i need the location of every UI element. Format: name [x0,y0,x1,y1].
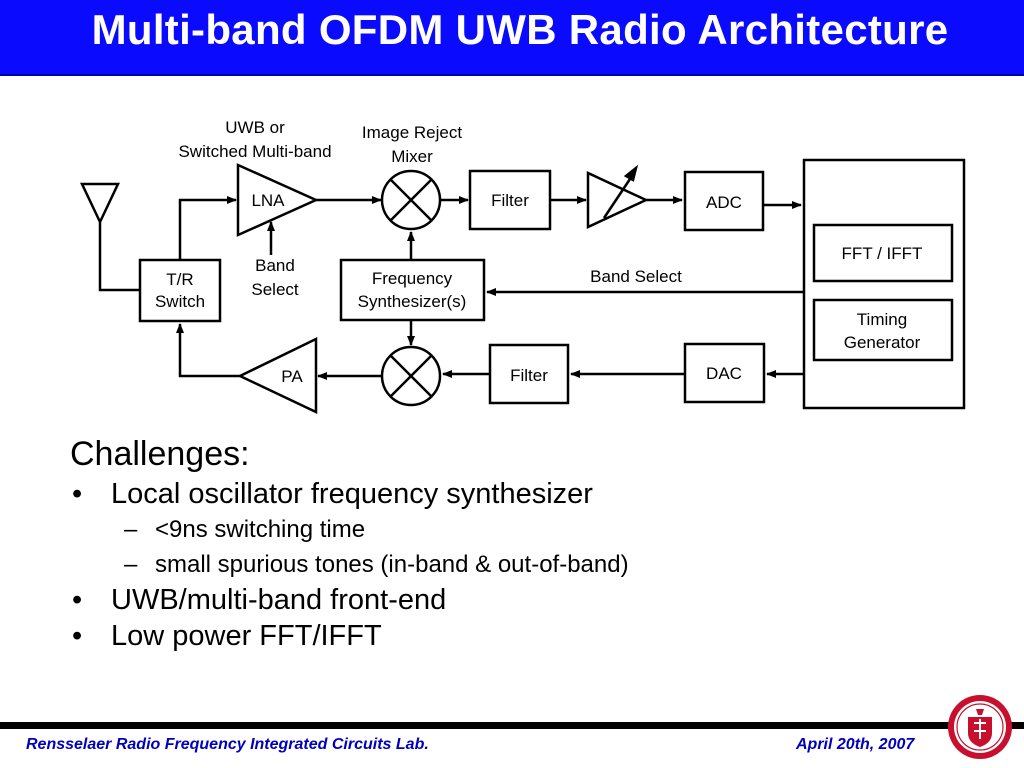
rx-filter-label: Filter [491,191,529,210]
tx-mixer [380,345,442,407]
footer-date: April 20th, 2007 [796,736,915,753]
mixer-note-line1: Image Reject [362,123,462,142]
challenge-item: • Local oscillator frequency synthesizer [70,476,970,512]
adc-block [683,170,765,232]
rx-mixer [380,169,442,231]
challenges-heading: Challenges: [70,435,250,473]
fft-label: FFT / IFFT [842,244,923,263]
band-select-note-line2: Select [251,280,299,299]
tr-switch-label-line1: T/R [166,270,193,289]
frequency-synthesizer-block [339,258,486,322]
timing-label-line1: Timing [857,310,907,329]
pa-label: PA [281,367,303,386]
synth-label-line2: Synthesizer(s) [358,292,467,311]
timing-generator-block [812,298,954,362]
dac-label: DAC [706,364,742,383]
bullet-icon: • [72,584,83,616]
bullet-icon: • [72,478,83,510]
dac-block [683,342,766,404]
challenges-list: • Local oscillator frequency synthesizer… [70,476,970,654]
rpi-seal-icon [948,695,1012,759]
fft-ifft-block [812,223,954,283]
band-select-note-line1: Band [255,256,295,275]
challenge-text: Local oscillator frequency synthesizer [111,478,593,510]
slide-title: Multi-band OFDM UWB Radio Architecture [91,6,949,53]
challenge-item: • UWB/multi-band front-end [70,582,970,618]
band-select-signal-label: Band Select [590,267,682,286]
challenge-item: • Low power FFT/IFFT [70,618,970,654]
dash-icon: – [124,516,138,543]
challenge-subitem: – small spurious tones (in-band & out-of… [70,547,970,582]
bullet-icon: • [72,620,83,652]
challenge-text: UWB/multi-band front-end [111,584,447,616]
tx-filter-label: Filter [510,366,548,385]
lna-label: LNA [251,191,285,210]
antenna-icon [80,182,140,292]
challenge-text: Low power FFT/IFFT [111,620,382,652]
dash-icon: – [124,551,138,578]
footer-lab-name: Rensselaer Radio Frequency Integrated Ci… [26,736,429,753]
lna-amplifier [236,163,320,237]
challenges-section: Challenges: • Local oscillator frequency… [70,434,970,654]
adc-label: ADC [706,193,742,212]
footer-divider [0,722,1024,729]
challenge-subitem-text: small spurious tones (in-band & out-of-b… [155,551,629,578]
challenge-subitem-text: <9ns switching time [155,516,366,543]
pa-amplifier [237,337,318,414]
tr-switch-label-line2: Switch [155,292,205,311]
challenge-subitem: – <9ns switching time [70,512,970,547]
lna-note-line2: Switched Multi-band [178,142,331,161]
timing-label-line2: Generator [844,333,921,352]
variable-gain-amplifier [586,164,649,229]
lna-note-line1: UWB or [225,118,285,137]
rx-filter-block [468,169,552,231]
architecture-diagram: UWB or Switched Multi-band Image Reject … [80,118,966,414]
baseband-processor-block [802,158,966,410]
title-bar: Multi-band OFDM UWB Radio Architecture [0,0,1024,76]
synth-label-line1: Frequency [372,269,453,288]
mixer-note-line2: Mixer [391,147,433,166]
